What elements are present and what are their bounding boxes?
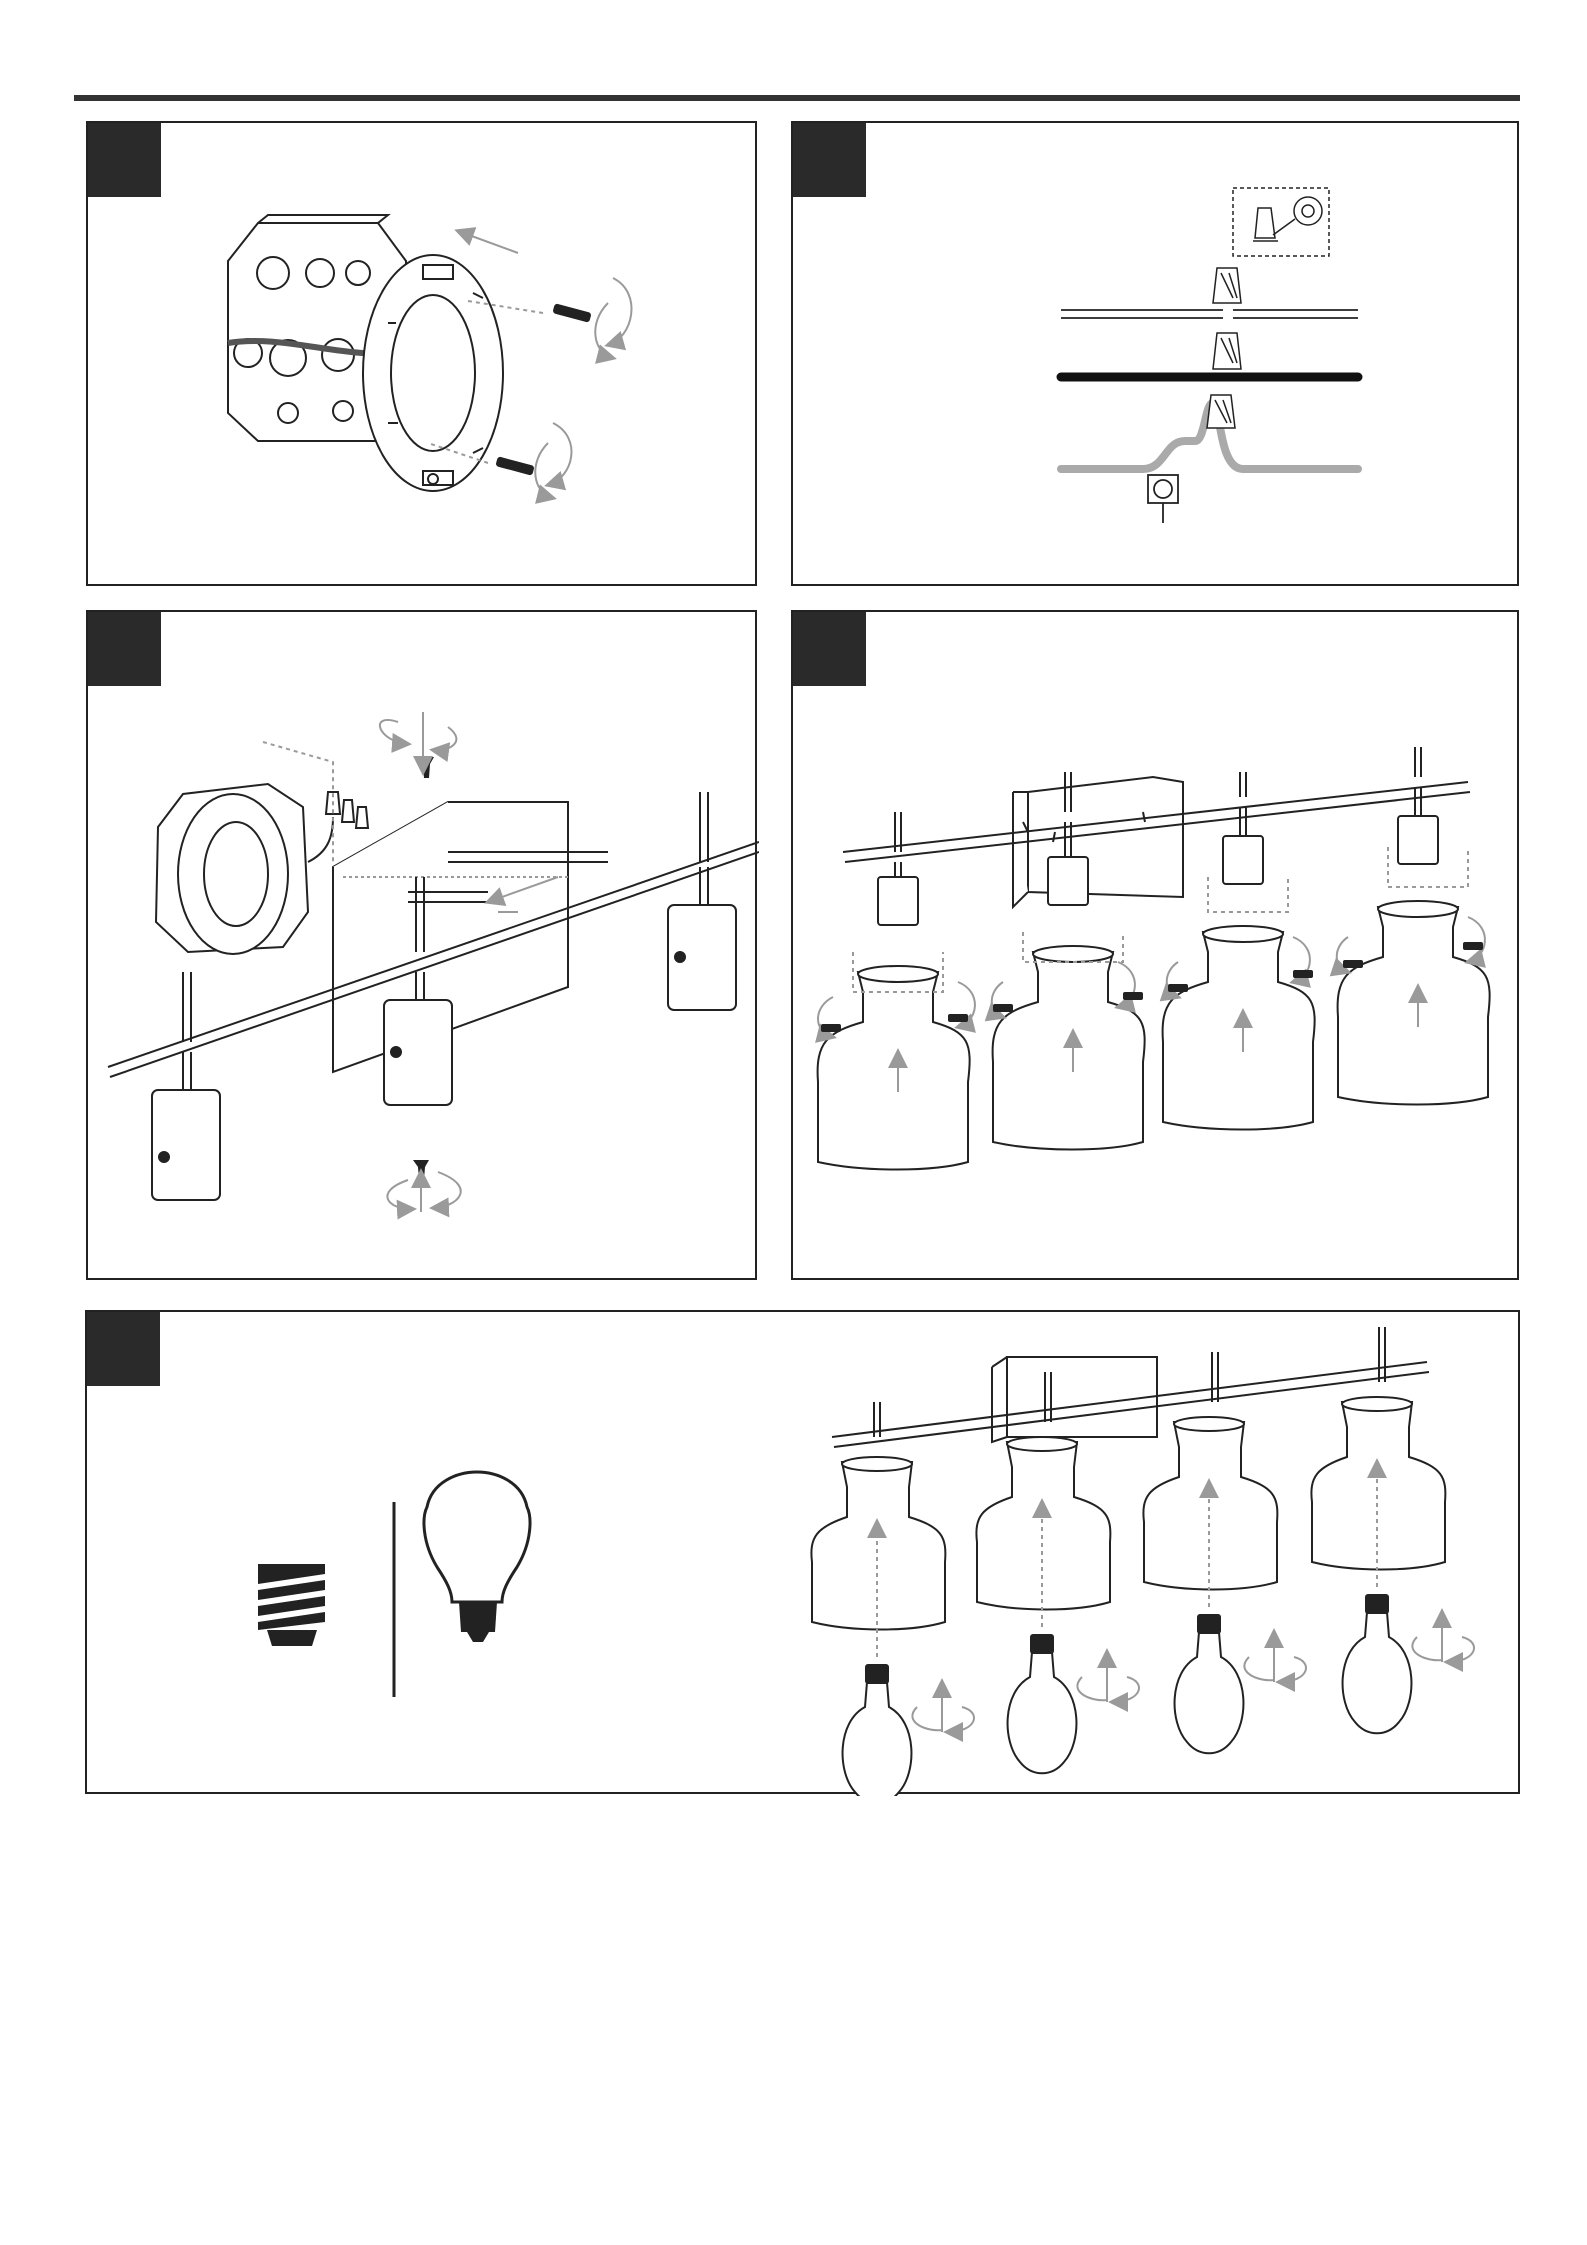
step-5-panel (85, 1310, 1520, 1794)
step-4-illustration (793, 612, 1521, 1282)
glass-shade-icon (818, 901, 1490, 1170)
mounting-bracket-icon (363, 255, 503, 491)
light-bulb-icon (424, 1472, 530, 1642)
screw-icon (495, 303, 591, 475)
step-3-illustration (88, 612, 759, 1282)
wire-nut-tape-inset (1233, 188, 1329, 256)
wire-nut-icon (1207, 268, 1241, 428)
wire-nut-icon (1253, 208, 1278, 241)
step-1-illustration (88, 123, 759, 588)
header-rule (74, 95, 1520, 101)
junction-box-icon (156, 784, 308, 954)
fixture-backplate (1007, 1357, 1157, 1437)
step-5-illustration (87, 1312, 1522, 1796)
step-2-illustration (793, 123, 1521, 588)
neutral-wire (1061, 310, 1358, 318)
electrical-tape-icon (1273, 197, 1322, 235)
step-2-panel (791, 121, 1519, 586)
socket-icon (258, 1564, 325, 1646)
step-3-panel (86, 610, 757, 1280)
step-4-panel (791, 610, 1519, 1280)
step-1-panel (86, 121, 757, 586)
edison-bulb-icon (843, 1612, 1412, 1796)
ground-screw-icon (1148, 475, 1178, 523)
